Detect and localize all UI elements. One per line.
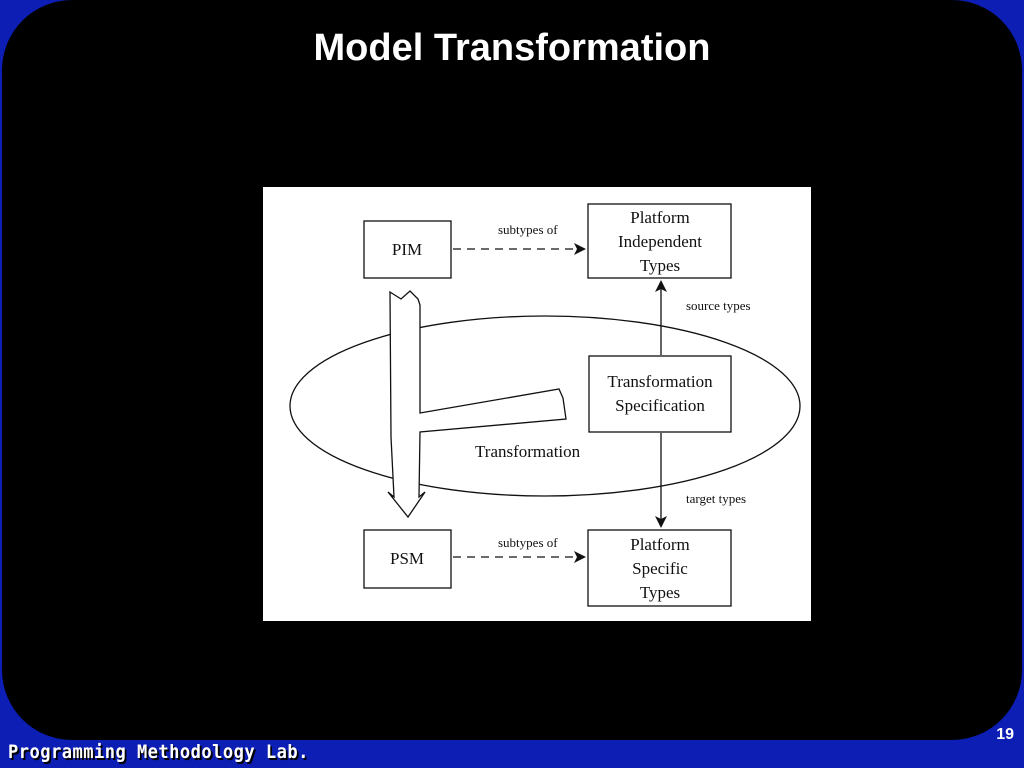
source-types-label: source types <box>686 298 751 313</box>
pit-label-line-1: Platform <box>630 208 690 227</box>
psm-label: PSM <box>390 549 424 568</box>
platform-specific-types-box <box>587 529 732 607</box>
transformation-label: Transformation <box>475 442 581 461</box>
transformation-arrow <box>387 290 567 519</box>
target-types-label: target types <box>686 491 746 506</box>
pim-label: PIM <box>392 240 422 259</box>
ts-label-line-1: Transformation <box>607 372 713 391</box>
ts-label-line-2: Specification <box>615 396 705 415</box>
pit-label-line-3: Types <box>640 256 680 275</box>
pim-box <box>363 220 452 279</box>
psm-box <box>363 529 452 589</box>
subtypes-of-bottom-label: subtypes of <box>498 535 558 550</box>
footer-lab-name: Programming Methodology Lab. <box>8 741 309 763</box>
subtypes-of-top-label: subtypes of <box>498 222 558 237</box>
pst-label-line-1: Platform <box>630 535 690 554</box>
transformation-ellipse <box>289 315 801 497</box>
slide-title: Model Transformation <box>313 27 711 69</box>
transformation-specification-box <box>588 355 732 433</box>
diagram-svg: PIM PSM Platform Independent Types Trans… <box>289 203 801 607</box>
page-number: 19 <box>996 726 1014 743</box>
pst-label-line-2: Specific <box>632 559 688 578</box>
diagram-figure: PIM PSM Platform Independent Types Trans… <box>263 187 811 621</box>
pst-label-line-3: Types <box>640 583 680 602</box>
pit-label-line-2: Independent <box>618 232 702 251</box>
platform-independent-types-box <box>587 203 732 279</box>
